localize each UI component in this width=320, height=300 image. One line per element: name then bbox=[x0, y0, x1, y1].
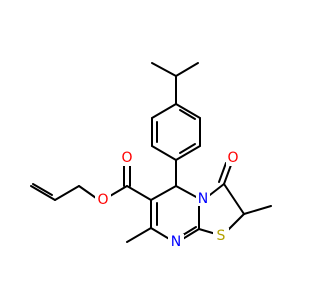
bond-c5-n4 bbox=[175, 185, 199, 199]
pyrimidine-ring bbox=[126, 185, 200, 243]
bond-c6-carbonyl bbox=[126, 185, 152, 201]
bond-ch-ch2-double-2 bbox=[32, 183, 53, 196]
bond-isopropyl-methyl-right bbox=[175, 62, 199, 77]
molecule-structure: O O O N N S bbox=[30, 62, 272, 250]
bond-n8-c8a-inner bbox=[182, 226, 197, 236]
phenyl-ring bbox=[151, 103, 201, 187]
isopropyl-group bbox=[151, 62, 199, 105]
bond-ch-ch2-double-1 bbox=[30, 185, 56, 201]
atom-sulfur: S bbox=[217, 228, 226, 244]
bond-phenyl-6 bbox=[151, 103, 177, 119]
atom-labels: O O O N N S bbox=[95, 150, 242, 250]
bond-c2-methyl bbox=[243, 205, 272, 215]
atom-oxygen-ketone: O bbox=[227, 150, 238, 166]
atom-nitrogen-ring: N bbox=[198, 191, 208, 207]
bond-phenyl-4 bbox=[151, 145, 177, 161]
atom-nitrogen-imine: N bbox=[171, 234, 181, 250]
atom-oxygen-carbonyl-ester: O bbox=[121, 150, 132, 166]
bond-ch2-ch bbox=[54, 185, 80, 201]
bond-phenyl-3 bbox=[175, 145, 201, 161]
allyl-ester-group bbox=[30, 164, 152, 201]
bond-carbonyl-o-ester bbox=[109, 185, 128, 197]
bond-c7-n8 bbox=[150, 227, 172, 241]
bond-phenyl-inner-1 bbox=[179, 109, 196, 120]
bond-isopropyl-methyl-left bbox=[151, 62, 177, 77]
bond-o-ch2 bbox=[78, 185, 97, 199]
bond-c3-o bbox=[223, 164, 232, 185]
bond-phenyl-1 bbox=[175, 103, 201, 119]
bond-c5-c6 bbox=[150, 185, 177, 201]
atom-oxygen-ester: O bbox=[97, 192, 108, 208]
thiazolidinone-ring bbox=[198, 162, 272, 235]
bond-c7-methyl bbox=[126, 227, 152, 243]
bond-c3-o-double bbox=[218, 162, 227, 183]
bond-phenyl-inner-2 bbox=[179, 143, 196, 154]
bond-c3-c2 bbox=[223, 183, 245, 215]
molecule-canvas: O O O N N S bbox=[30, 62, 272, 250]
